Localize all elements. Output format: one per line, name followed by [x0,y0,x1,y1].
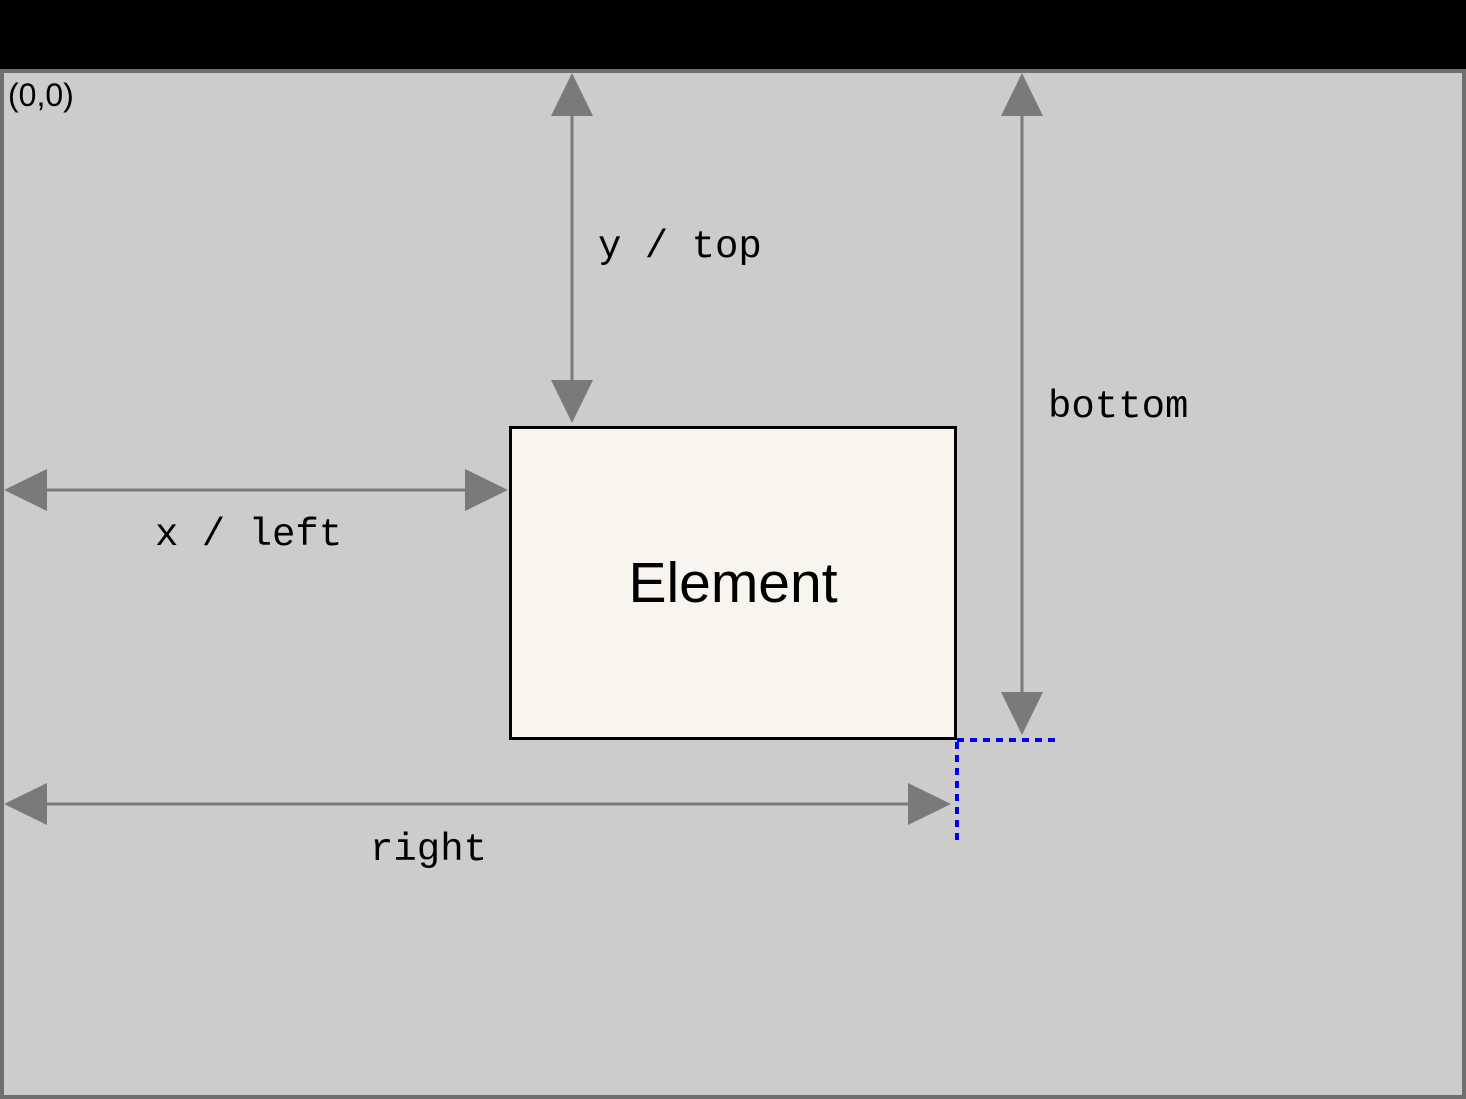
top-black-bar [0,0,1466,69]
element-box: Element [509,426,957,740]
bottom-measure-label: bottom [1048,385,1189,429]
right-measure-label: right [370,828,488,872]
element-label: Element [628,550,838,615]
x-left-measure-label: x / left [155,513,343,557]
y-top-measure-label: y / top [598,225,762,269]
origin-coordinates-label: (0,0) [8,77,74,113]
